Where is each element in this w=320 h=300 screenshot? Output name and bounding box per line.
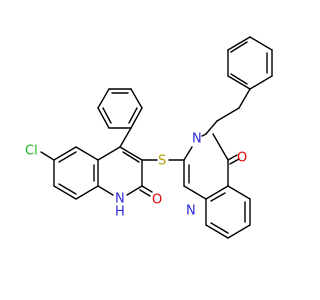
atom-label-n-ring3: N xyxy=(192,132,202,147)
bond xyxy=(119,127,132,148)
atom-label-cl: Cl xyxy=(25,144,38,159)
bond xyxy=(119,146,143,161)
atom-label-o-quinolinone: O xyxy=(152,193,162,208)
bond-inner xyxy=(58,151,77,163)
quinazolinone-benzo-ring xyxy=(205,185,251,239)
bond xyxy=(40,151,55,161)
bond-carbonyl xyxy=(141,185,153,193)
bond xyxy=(97,185,114,196)
bond xyxy=(249,36,273,51)
phenyl-ring-top xyxy=(97,88,143,129)
bond xyxy=(130,107,143,129)
bond xyxy=(97,107,110,129)
bond xyxy=(249,75,273,90)
bond-inner xyxy=(210,222,229,234)
phenethyl-chain xyxy=(205,88,251,135)
bond xyxy=(227,36,251,51)
bond xyxy=(205,224,229,239)
bond xyxy=(53,146,77,161)
atom-label-n-ring1: N xyxy=(186,204,196,219)
bond xyxy=(183,185,207,200)
bond-carbonyl xyxy=(139,189,151,197)
atom-label-h-amide: H xyxy=(115,205,125,220)
bond xyxy=(205,120,218,135)
bond xyxy=(227,224,251,239)
phenyl-ring-terminal xyxy=(227,36,273,90)
bond-inner xyxy=(102,107,112,124)
bond-inner xyxy=(58,183,77,195)
bond xyxy=(205,185,229,200)
bond-carbonyl xyxy=(229,158,240,165)
bond xyxy=(75,146,99,161)
bond xyxy=(216,107,240,122)
atom-label-n-amide: N xyxy=(115,192,125,207)
bond xyxy=(201,133,207,137)
bond xyxy=(238,88,251,109)
molecule-structure-diagram: Cl S O N H N O N xyxy=(25,36,273,239)
bond xyxy=(227,75,251,90)
bond-carbonyl xyxy=(227,154,238,161)
bond-inner xyxy=(230,73,248,85)
bond-inner xyxy=(230,41,248,53)
bond xyxy=(97,88,110,109)
bond xyxy=(126,185,143,196)
bond xyxy=(97,146,121,161)
bond xyxy=(130,88,143,109)
bond-inner xyxy=(128,107,138,124)
quinolinone-pyridone-ring xyxy=(97,127,153,197)
bond xyxy=(227,185,251,200)
atom-label-o-quinazolinone: O xyxy=(237,151,247,166)
bond xyxy=(183,146,193,161)
quinolinone-benzo-ring xyxy=(40,146,99,200)
bond xyxy=(75,185,99,200)
bond xyxy=(212,133,229,161)
bond xyxy=(53,185,77,200)
quinazolinone-pyrimidinone-ring xyxy=(183,133,240,200)
bond-inner xyxy=(122,151,140,163)
bond-inner xyxy=(210,192,226,202)
atom-label-s: S xyxy=(158,154,166,169)
